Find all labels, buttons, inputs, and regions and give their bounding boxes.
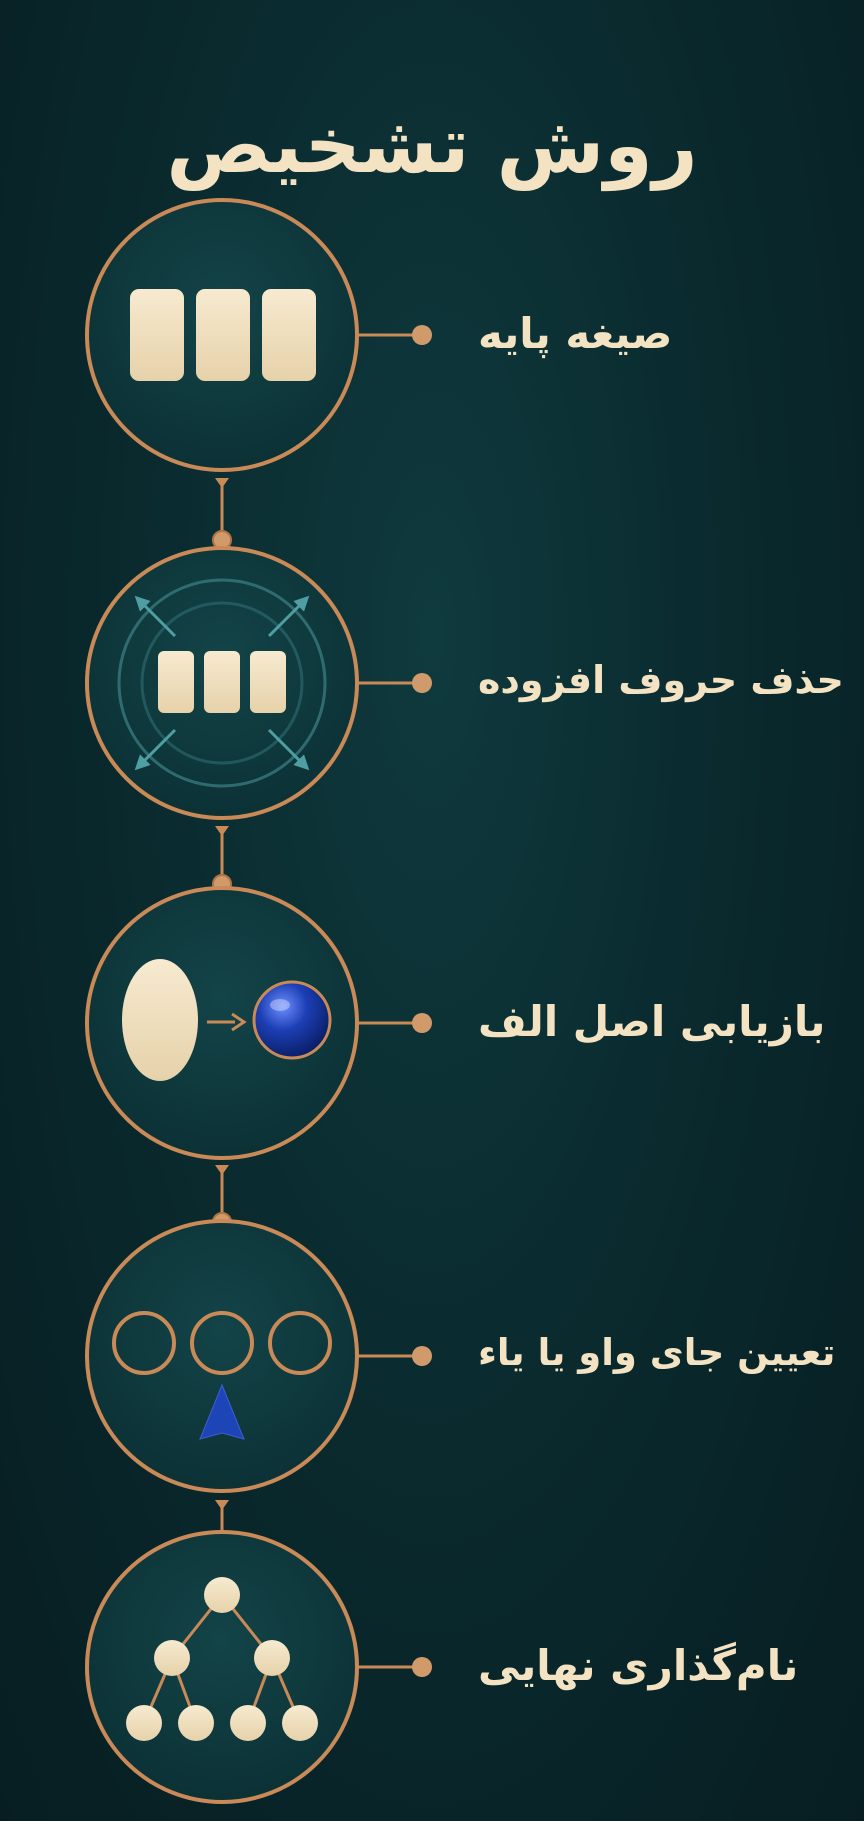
leader-2 bbox=[358, 673, 432, 693]
step-2-label: حذف حروف افزوده bbox=[478, 658, 844, 702]
oval-to-sphere-icon bbox=[122, 959, 332, 1081]
tree-icon bbox=[126, 1577, 318, 1741]
step-3-label: بازیابی اصل الف bbox=[478, 997, 826, 1046]
leader-1 bbox=[358, 325, 432, 345]
connector-2 bbox=[212, 826, 232, 894]
leader-5 bbox=[358, 1657, 432, 1677]
three-tiles-icon bbox=[130, 289, 316, 381]
page-title: روش تشخیص bbox=[166, 101, 698, 192]
three-rings-pointer-icon bbox=[112, 1311, 332, 1440]
leader-3 bbox=[358, 1013, 432, 1033]
step-1-label: صیغه پایه bbox=[478, 309, 673, 358]
step-5-label: نام‌گذاری نهایی bbox=[478, 1641, 799, 1690]
step-4-node bbox=[85, 1219, 359, 1493]
step-5-node bbox=[85, 1530, 359, 1804]
step-4-label: تعیین جای واو یا یاء bbox=[478, 1331, 836, 1374]
step-1-node bbox=[85, 198, 359, 472]
step-2-node bbox=[85, 546, 359, 820]
connector-1 bbox=[212, 478, 232, 550]
step-3-node bbox=[85, 886, 359, 1160]
leader-4 bbox=[358, 1346, 432, 1366]
tiles-with-arrows-icon bbox=[117, 578, 327, 788]
